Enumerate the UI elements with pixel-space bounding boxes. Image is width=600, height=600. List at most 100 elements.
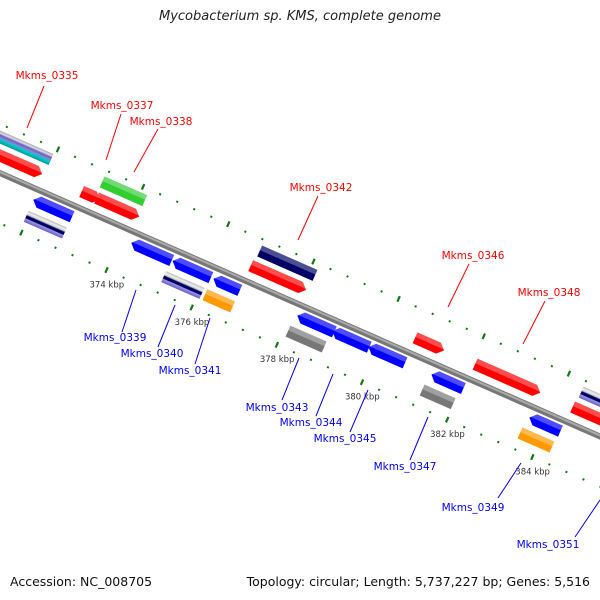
gene-arrow[interactable] [129,237,175,266]
gene-feature-bar[interactable] [161,271,205,299]
gene-arrow[interactable] [429,369,466,395]
minor-tick [173,298,176,302]
gene-Mkms_0346[interactable] [412,332,447,356]
gene-label[interactable]: Mkms_0348 [518,287,581,299]
gene-arrow[interactable] [211,273,243,296]
gene-Mkms_0339[interactable] [129,237,175,266]
minor-tick [158,192,162,196]
minor-tick [295,252,298,256]
gene-arrow[interactable] [570,401,600,446]
minor-tick [309,358,313,362]
scale-label: 378 kbp [260,355,295,365]
minor-tick [175,200,179,204]
accession-text: Accession: NC_008705 [10,574,153,589]
minor-tick [241,328,245,332]
major-tick [566,370,572,377]
gene-unlabeled[interactable] [570,386,600,447]
gene-feature-bar[interactable] [99,176,148,207]
genome-summary-text: Topology: circular; Length: 5,737,227 bp… [246,574,590,589]
gene-arrow[interactable] [31,194,75,223]
minor-tick [107,170,111,174]
label-leader-line [574,499,600,538]
minor-tick [448,320,452,323]
gene-Mkms_0340[interactable] [161,255,214,300]
gene-arrow[interactable] [79,185,102,205]
major-tick [311,258,316,265]
gene-feature-bar[interactable] [419,384,456,410]
major-tick [104,266,109,274]
gene-label[interactable]: Mkms_0337 [91,100,154,112]
gene-arrow[interactable] [330,325,372,353]
gene-label[interactable]: Mkms_0351 [517,539,580,551]
minor-tick [88,261,91,264]
gene-feature-bar[interactable] [578,386,600,432]
gene-label[interactable]: Mkms_0335 [16,70,79,82]
gene-Mkms_0347[interactable] [419,368,466,410]
gene-arrow[interactable] [527,412,563,437]
label-leader-line [194,317,211,365]
gene-Mkms_0349[interactable] [517,411,563,453]
label-leader-line [121,289,137,333]
minor-tick [54,246,57,249]
minor-tick [22,133,26,136]
gene-label[interactable]: Mkms_0338 [130,116,193,128]
gene-Mkms_0342[interactable] [248,245,318,297]
minor-tick [209,215,213,219]
label-leader-line [349,389,369,433]
gene-label[interactable]: Mkms_0349 [442,502,505,514]
minor-tick [414,305,417,308]
scale-label: 380 kbp [345,393,380,403]
gene-label[interactable]: Mkms_0347 [374,461,437,473]
gene-label[interactable]: Mkms_0339 [84,332,147,344]
gene-arrow[interactable] [94,192,141,223]
minor-tick [565,470,568,474]
gene-unlabeled[interactable] [23,194,75,239]
gene-Mkms_0343[interactable] [285,309,337,354]
gene-arrow[interactable] [472,358,543,399]
gene-arrow[interactable] [0,144,44,179]
gene-arrow[interactable] [248,260,308,295]
gene-label[interactable]: Mkms_0342 [290,182,353,194]
gene-arrow[interactable] [170,255,214,284]
minor-tick [582,478,585,481]
gene-label[interactable]: Mkms_0346 [442,250,505,262]
gene-Mkms_0338[interactable] [93,176,149,222]
gene-arrow[interactable] [412,332,447,356]
gene-feature-bar[interactable] [257,245,318,281]
label-leader-line [157,304,176,348]
gene-feature-bar[interactable] [202,289,236,313]
scale-label: 382 kbp [430,430,465,440]
gene-Mkms_0348[interactable] [472,358,543,399]
minor-tick [533,357,537,361]
gene-Mkms_0335[interactable] [0,128,54,181]
gene-feature-bar[interactable] [0,128,54,165]
major-tick [396,295,401,303]
minor-tick [5,125,9,129]
gene-label[interactable]: Mkms_0340 [121,348,184,360]
gene-label[interactable]: Mkms_0344 [280,417,343,429]
gene-arrow[interactable] [366,341,408,369]
gene-feature-bar[interactable] [285,325,327,353]
gene-Mkms_0345[interactable] [366,341,408,369]
minor-tick [244,230,247,233]
minor-tick [584,379,588,383]
minor-tick [343,373,347,377]
gene-feature-bar[interactable] [23,210,67,239]
minor-tick [90,163,94,166]
minor-tick [428,410,432,414]
gene-Mkms_0341[interactable] [202,273,243,313]
gene-arrow[interactable] [295,310,337,338]
gene-label[interactable]: Mkms_0343 [246,402,309,414]
gene-feature-bar[interactable] [517,427,555,453]
gene-Mkms_0337[interactable] [79,185,102,205]
minor-tick [329,267,332,271]
gene-Mkms_0344[interactable] [330,325,372,353]
major-tick [444,416,450,423]
gene-label[interactable]: Mkms_0345 [314,433,377,445]
minor-tick [261,237,264,241]
minor-tick [278,245,281,248]
gene-label[interactable]: Mkms_0341 [159,365,222,377]
label-leader-line [105,113,122,161]
